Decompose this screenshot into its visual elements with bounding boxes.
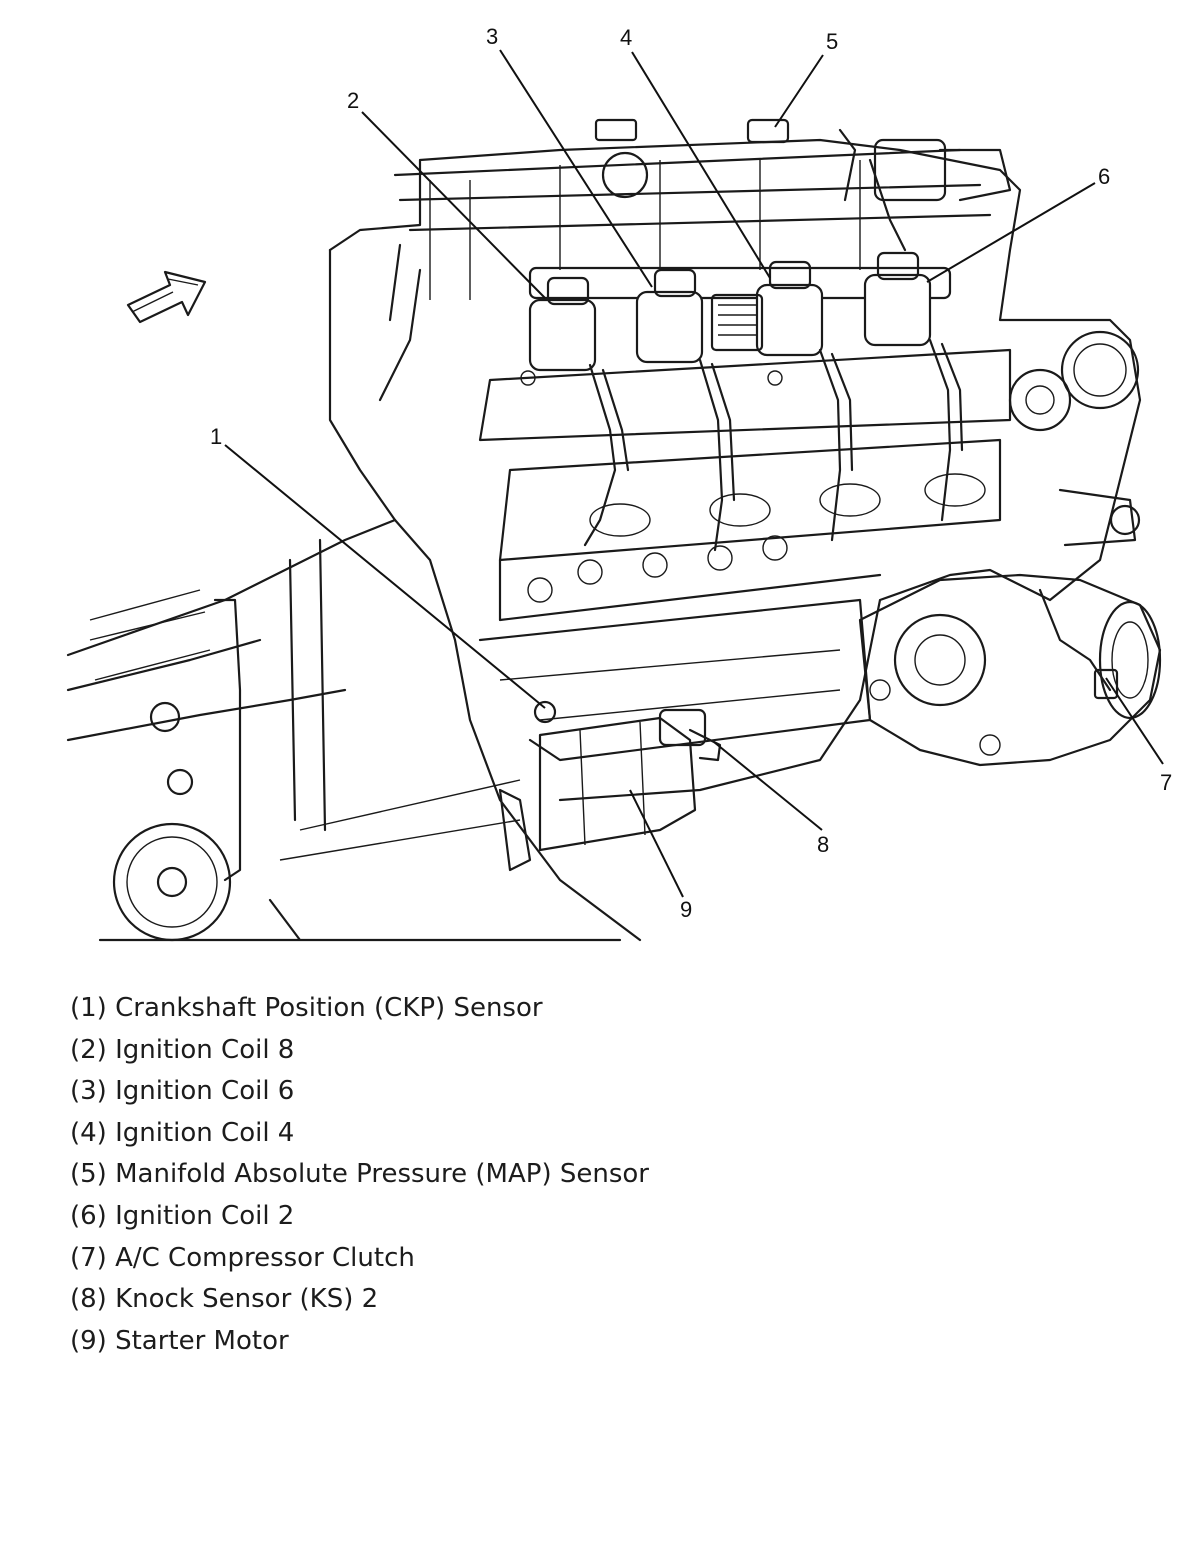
callout-1: 1	[210, 424, 222, 449]
callout-2: 2	[347, 88, 359, 113]
starter-motor	[498, 700, 722, 872]
ignition-coils	[520, 251, 964, 552]
transmission	[66, 518, 642, 942]
direction-arrow-icon	[126, 270, 207, 324]
legend-item-9: (9) Starter Motor	[70, 1325, 289, 1356]
ac-compressor	[858, 573, 1162, 767]
callout-4: 4	[620, 25, 632, 50]
pulleys	[1008, 330, 1141, 547]
legend-item-8: (8) Knock Sensor (KS) 2	[70, 1284, 379, 1315]
legend-item-6: (6) Ignition Coil 2	[70, 1200, 295, 1231]
callout-5: 5	[826, 29, 838, 54]
legend-item-4: (4) Ignition Coil 4	[70, 1117, 295, 1148]
legend-item-3: (3) Ignition Coil 6	[70, 1076, 295, 1107]
callout-6: 6	[1098, 164, 1110, 189]
intake-top	[378, 118, 1012, 402]
legend-item-5: (5) Manifold Absolute Pressure (MAP) Sen…	[70, 1159, 649, 1190]
callout-7: 7	[1160, 770, 1172, 795]
engine-block	[328, 138, 1142, 802]
legend-item-7: (7) A/C Compressor Clutch	[70, 1242, 415, 1273]
legend: (1) Crankshaft Position (CKP) Sensor (2)…	[70, 988, 649, 1362]
callout-8: 8	[817, 832, 829, 857]
engine-diagram: 1 2 3 4 5 6 7 8 9	[66, 24, 1172, 942]
callout-3: 3	[486, 24, 498, 49]
callout-9: 9	[680, 897, 692, 922]
leader-lines	[224, 49, 1164, 898]
legend-item-1: (1) Crankshaft Position (CKP) Sensor	[70, 993, 543, 1023]
legend-item-2: (2) Ignition Coil 8	[70, 1034, 295, 1065]
